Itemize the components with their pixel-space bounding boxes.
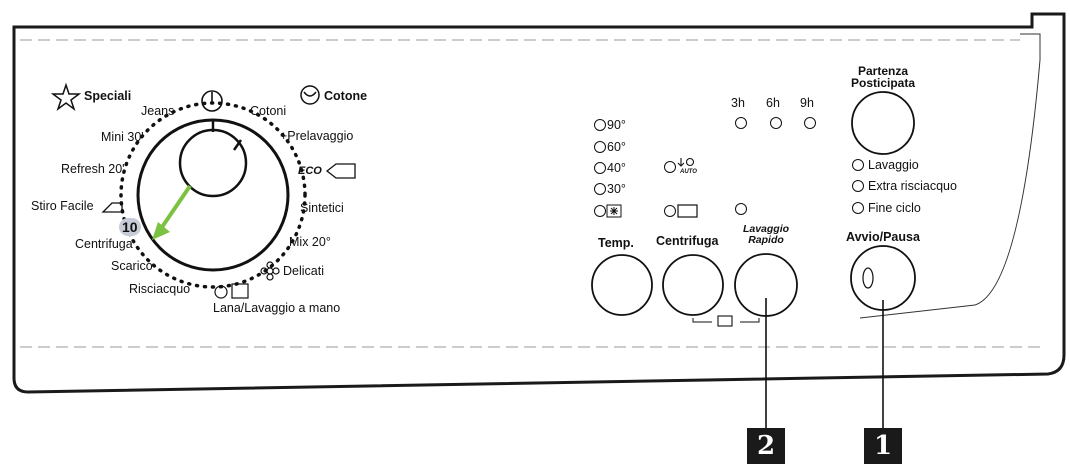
temp-label-30: 30° bbox=[607, 182, 626, 196]
program-risciacquo: Risciacquo bbox=[129, 282, 191, 296]
callout-1: 1 bbox=[864, 428, 902, 464]
program-number-10: 10 bbox=[119, 218, 141, 236]
delay-6h: 6h bbox=[766, 96, 780, 110]
star-icon bbox=[50, 82, 82, 112]
program-scarico: Scarico bbox=[111, 259, 153, 273]
delay-3h: 3h bbox=[731, 96, 745, 110]
eco-tag-icon bbox=[325, 163, 356, 179]
partenza-label-line2: Posticipata bbox=[850, 76, 916, 90]
temp-label-60: 60° bbox=[607, 140, 626, 154]
program-mix20: Mix 20° bbox=[289, 235, 331, 249]
program-refresh20: Refresh 20' bbox=[61, 162, 125, 176]
group-cotone: Cotone bbox=[324, 89, 368, 103]
rapido-label-line2: Rapido bbox=[748, 234, 784, 246]
cotton-icon bbox=[300, 85, 320, 105]
centrifuga-button[interactable] bbox=[663, 255, 723, 315]
program-mini30: Mini 30' bbox=[101, 130, 144, 144]
partenza-posticipata-button[interactable] bbox=[852, 92, 914, 154]
lavaggio-rapido-button[interactable] bbox=[735, 254, 797, 316]
spin-auto-icon bbox=[677, 157, 695, 167]
temp-button-shape bbox=[591, 254, 653, 316]
selector-arrow bbox=[158, 184, 192, 232]
iron-icon bbox=[101, 202, 123, 213]
program-centrifuga: Centrifuga bbox=[75, 237, 133, 251]
power-icon bbox=[201, 90, 223, 112]
temp-label-90: 90° bbox=[607, 118, 626, 132]
auto-label: AUTO bbox=[680, 169, 697, 175]
temp-button[interactable] bbox=[592, 255, 652, 315]
temp-button-label: Temp. bbox=[598, 236, 634, 250]
stain-icon bbox=[606, 204, 622, 218]
handwash-icon bbox=[231, 283, 249, 299]
partenza-label-line1: Partenza bbox=[857, 64, 909, 78]
program-delicati: Delicati bbox=[283, 264, 324, 278]
partenza-button-shape bbox=[851, 91, 915, 155]
wool-icon bbox=[214, 285, 228, 299]
callout-2: 2 bbox=[747, 428, 785, 464]
program-eco: ECO bbox=[298, 165, 322, 177]
program-prelavaggio: +Prelavaggio bbox=[280, 129, 354, 143]
centrifuga-button-label: Centrifuga bbox=[656, 234, 719, 248]
phase-extra-risciacquo: Extra risciacquo bbox=[868, 179, 957, 193]
avvio-button-label: Avvio/Pausa bbox=[846, 230, 920, 244]
flower-icon bbox=[260, 261, 280, 281]
phase-lavaggio: Lavaggio bbox=[868, 158, 919, 172]
group-speciali: Speciali bbox=[84, 89, 132, 103]
child-lock-icon bbox=[677, 204, 698, 218]
centrifuga-button-shape bbox=[662, 254, 724, 316]
program-dial-knob[interactable] bbox=[138, 120, 288, 270]
temp-label-40: 40° bbox=[607, 161, 626, 175]
program-lana: Lana/Lavaggio a mano bbox=[213, 301, 341, 315]
phase-fine-ciclo: Fine ciclo bbox=[868, 201, 921, 215]
program-stiro-facile: Stiro Facile bbox=[31, 199, 94, 213]
program-cotoni: Cotoni bbox=[250, 104, 287, 118]
delay-9h: 9h bbox=[800, 96, 814, 110]
program-sintetici: Sintetici bbox=[300, 201, 344, 215]
rapido-label-line1: Lavaggio bbox=[742, 223, 790, 235]
avvio-pausa-button[interactable] bbox=[851, 246, 915, 310]
program-jeans: Jeans bbox=[141, 104, 175, 118]
